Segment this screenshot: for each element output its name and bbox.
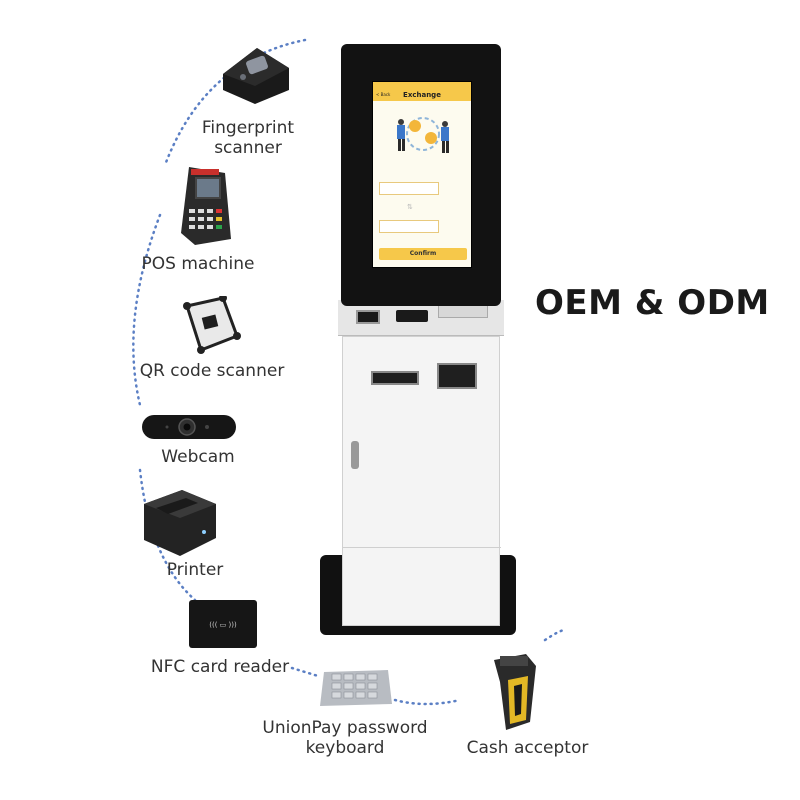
screen-back-button[interactable]: < Back bbox=[376, 92, 391, 97]
confirm-button[interactable]: Confirm bbox=[379, 248, 467, 260]
keypad-icon bbox=[318, 668, 394, 708]
receipt-slot bbox=[437, 363, 477, 389]
fingerprint-label-2: scanner bbox=[214, 138, 282, 158]
cash-label: Cash acceptor bbox=[466, 738, 589, 758]
kiosk-screen: < Back Exchange ⇅ Confirm bbox=[372, 81, 472, 268]
nfc-pad bbox=[356, 310, 380, 324]
keyboard-label-1: UnionPay password bbox=[262, 718, 428, 738]
fingerprint-scanner-icon bbox=[219, 44, 291, 106]
qr-window bbox=[396, 310, 428, 322]
screen-status-bar bbox=[373, 82, 471, 89]
amount-to-input[interactable] bbox=[379, 220, 439, 233]
pos-label: POS machine bbox=[141, 254, 255, 274]
nfc-reader-icon: ((( ▭ ))) bbox=[188, 599, 258, 649]
screen-header: < Back Exchange bbox=[373, 89, 471, 101]
webcam-label: Webcam bbox=[161, 447, 235, 467]
nfc-label: NFC card reader bbox=[150, 657, 290, 677]
headline: OEM & ODM bbox=[535, 283, 770, 323]
amount-from-input[interactable] bbox=[379, 182, 439, 195]
cash-acceptor-icon bbox=[486, 652, 546, 732]
qr-scanner-icon bbox=[179, 294, 241, 354]
screen-title: Exchange bbox=[403, 91, 441, 99]
swap-icon: ⇅ bbox=[407, 203, 413, 211]
keyboard-label-2: keyboard bbox=[305, 738, 385, 758]
printer-icon bbox=[140, 486, 218, 558]
kiosk-cabinet bbox=[342, 336, 501, 626]
exchange-illustration bbox=[391, 112, 455, 158]
cabinet-lock bbox=[351, 441, 359, 469]
cabinet-seam bbox=[343, 547, 501, 548]
card-slot bbox=[371, 371, 419, 385]
pos-machine-icon bbox=[175, 163, 237, 249]
webcam-icon bbox=[141, 413, 237, 441]
fingerprint-label-1: Fingerprint bbox=[201, 118, 295, 138]
svg-text:((( ▭ ))): ((( ▭ ))) bbox=[209, 621, 237, 629]
printer-label: Printer bbox=[166, 560, 224, 580]
qr-label: QR code scanner bbox=[139, 361, 285, 381]
